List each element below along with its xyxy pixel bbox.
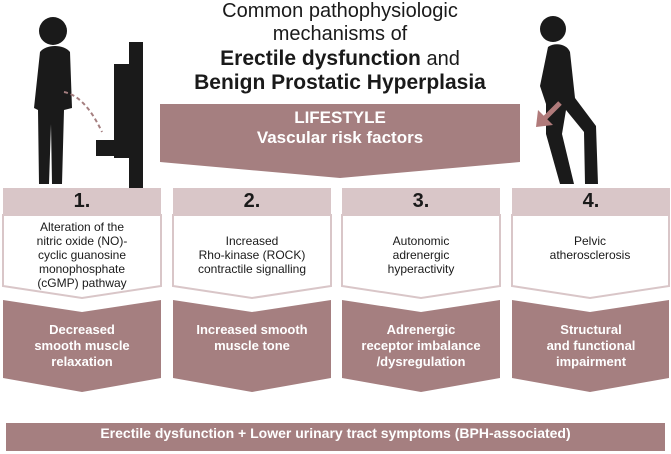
man-urinating-icon xyxy=(34,17,103,184)
column-1-shapes xyxy=(2,188,162,392)
column-2-shapes xyxy=(172,188,332,392)
urinal-back xyxy=(114,64,130,158)
effect-line: Adrenergic xyxy=(386,322,456,337)
effect-line: muscle tone xyxy=(214,338,290,353)
bottom-bar-bg xyxy=(6,423,665,451)
effect-line: /dysregulation xyxy=(376,354,466,369)
effect-line: Decreased xyxy=(49,322,115,337)
column-3-shapes xyxy=(341,188,501,392)
column-1-effect: Decreased smooth muscle relaxation xyxy=(3,322,161,370)
mechanism-line: Rho-kinase (ROCK) xyxy=(198,248,306,262)
mechanism-line: monophosphate xyxy=(38,262,126,276)
column-3-number: 3. xyxy=(412,190,430,212)
column-3-effect: Adrenergic receptor imbalance /dysregula… xyxy=(342,322,500,370)
title-line-1: Common pathophysiologic xyxy=(222,0,458,22)
lifestyle-banner xyxy=(160,104,520,178)
title-line-2: mechanisms of xyxy=(272,23,408,45)
down-arrow-icon xyxy=(536,101,562,127)
mechanism-line: Increased xyxy=(225,234,279,248)
title-bph: Benign Prostatic Hyperplasia xyxy=(194,71,486,94)
mechanism-line: adrenergic xyxy=(392,248,450,262)
lifestyle-line-1: LIFESTYLE xyxy=(294,108,386,127)
bottom-bar-label: Erectile dysfunction + Lower urinary tra… xyxy=(100,425,571,441)
column-2-mechanism: Increased Rho-kinase (ROCK) contractile … xyxy=(177,234,327,276)
title-and: and xyxy=(420,48,460,70)
effect-line: relaxation xyxy=(51,354,113,369)
effect-line: Increased smooth xyxy=(196,322,308,337)
effect-line: smooth muscle xyxy=(34,338,130,353)
column-3-mechanism: Autonomic adrenergic hyperactivity xyxy=(346,234,496,276)
diagram-title: Common pathophysiologic mechanisms of Er… xyxy=(160,0,520,95)
mechanism-line: cyclic guanosine xyxy=(37,248,127,262)
man-walking-icon xyxy=(540,16,598,185)
mechanism-line: Autonomic xyxy=(392,234,450,248)
mechanism-line: (cGMP) pathway xyxy=(37,276,127,290)
urinal-bowl xyxy=(96,140,130,156)
effect-line: and functional xyxy=(546,338,636,353)
effect-line: Structural xyxy=(560,322,622,337)
effect-line: receptor imbalance xyxy=(361,338,481,353)
mechanism-line: Pelvic xyxy=(573,234,606,248)
lifestyle-line-2: Vascular risk factors xyxy=(256,128,424,147)
column-2-effect: Increased smooth muscle tone xyxy=(173,322,331,354)
effect-line: impairment xyxy=(555,354,627,369)
mechanism-line: hyperactivity xyxy=(387,262,455,276)
mechanism-line: contractile signalling xyxy=(197,262,307,276)
column-4-shapes xyxy=(511,188,670,392)
column-2-number: 2. xyxy=(243,190,261,212)
column-1-mechanism: Alteration of the nitric oxide (NO)- cyc… xyxy=(7,220,157,290)
mechanism-line: nitric oxide (NO)- xyxy=(36,234,128,248)
column-4-mechanism: Pelvic atherosclerosis xyxy=(515,234,665,262)
column-1-number: 1. xyxy=(73,190,91,212)
mechanism-line: atherosclerosis xyxy=(549,248,631,262)
lifestyle-label: LIFESTYLE Vascular risk factors xyxy=(160,108,520,148)
column-4-effect: Structural and functional impairment xyxy=(512,322,670,370)
wall-post xyxy=(129,42,143,188)
mechanism-line: Alteration of the xyxy=(39,220,125,234)
title-erectile-dysfunction: Erectile dysfunction xyxy=(220,47,421,70)
column-4-number: 4. xyxy=(582,190,600,212)
